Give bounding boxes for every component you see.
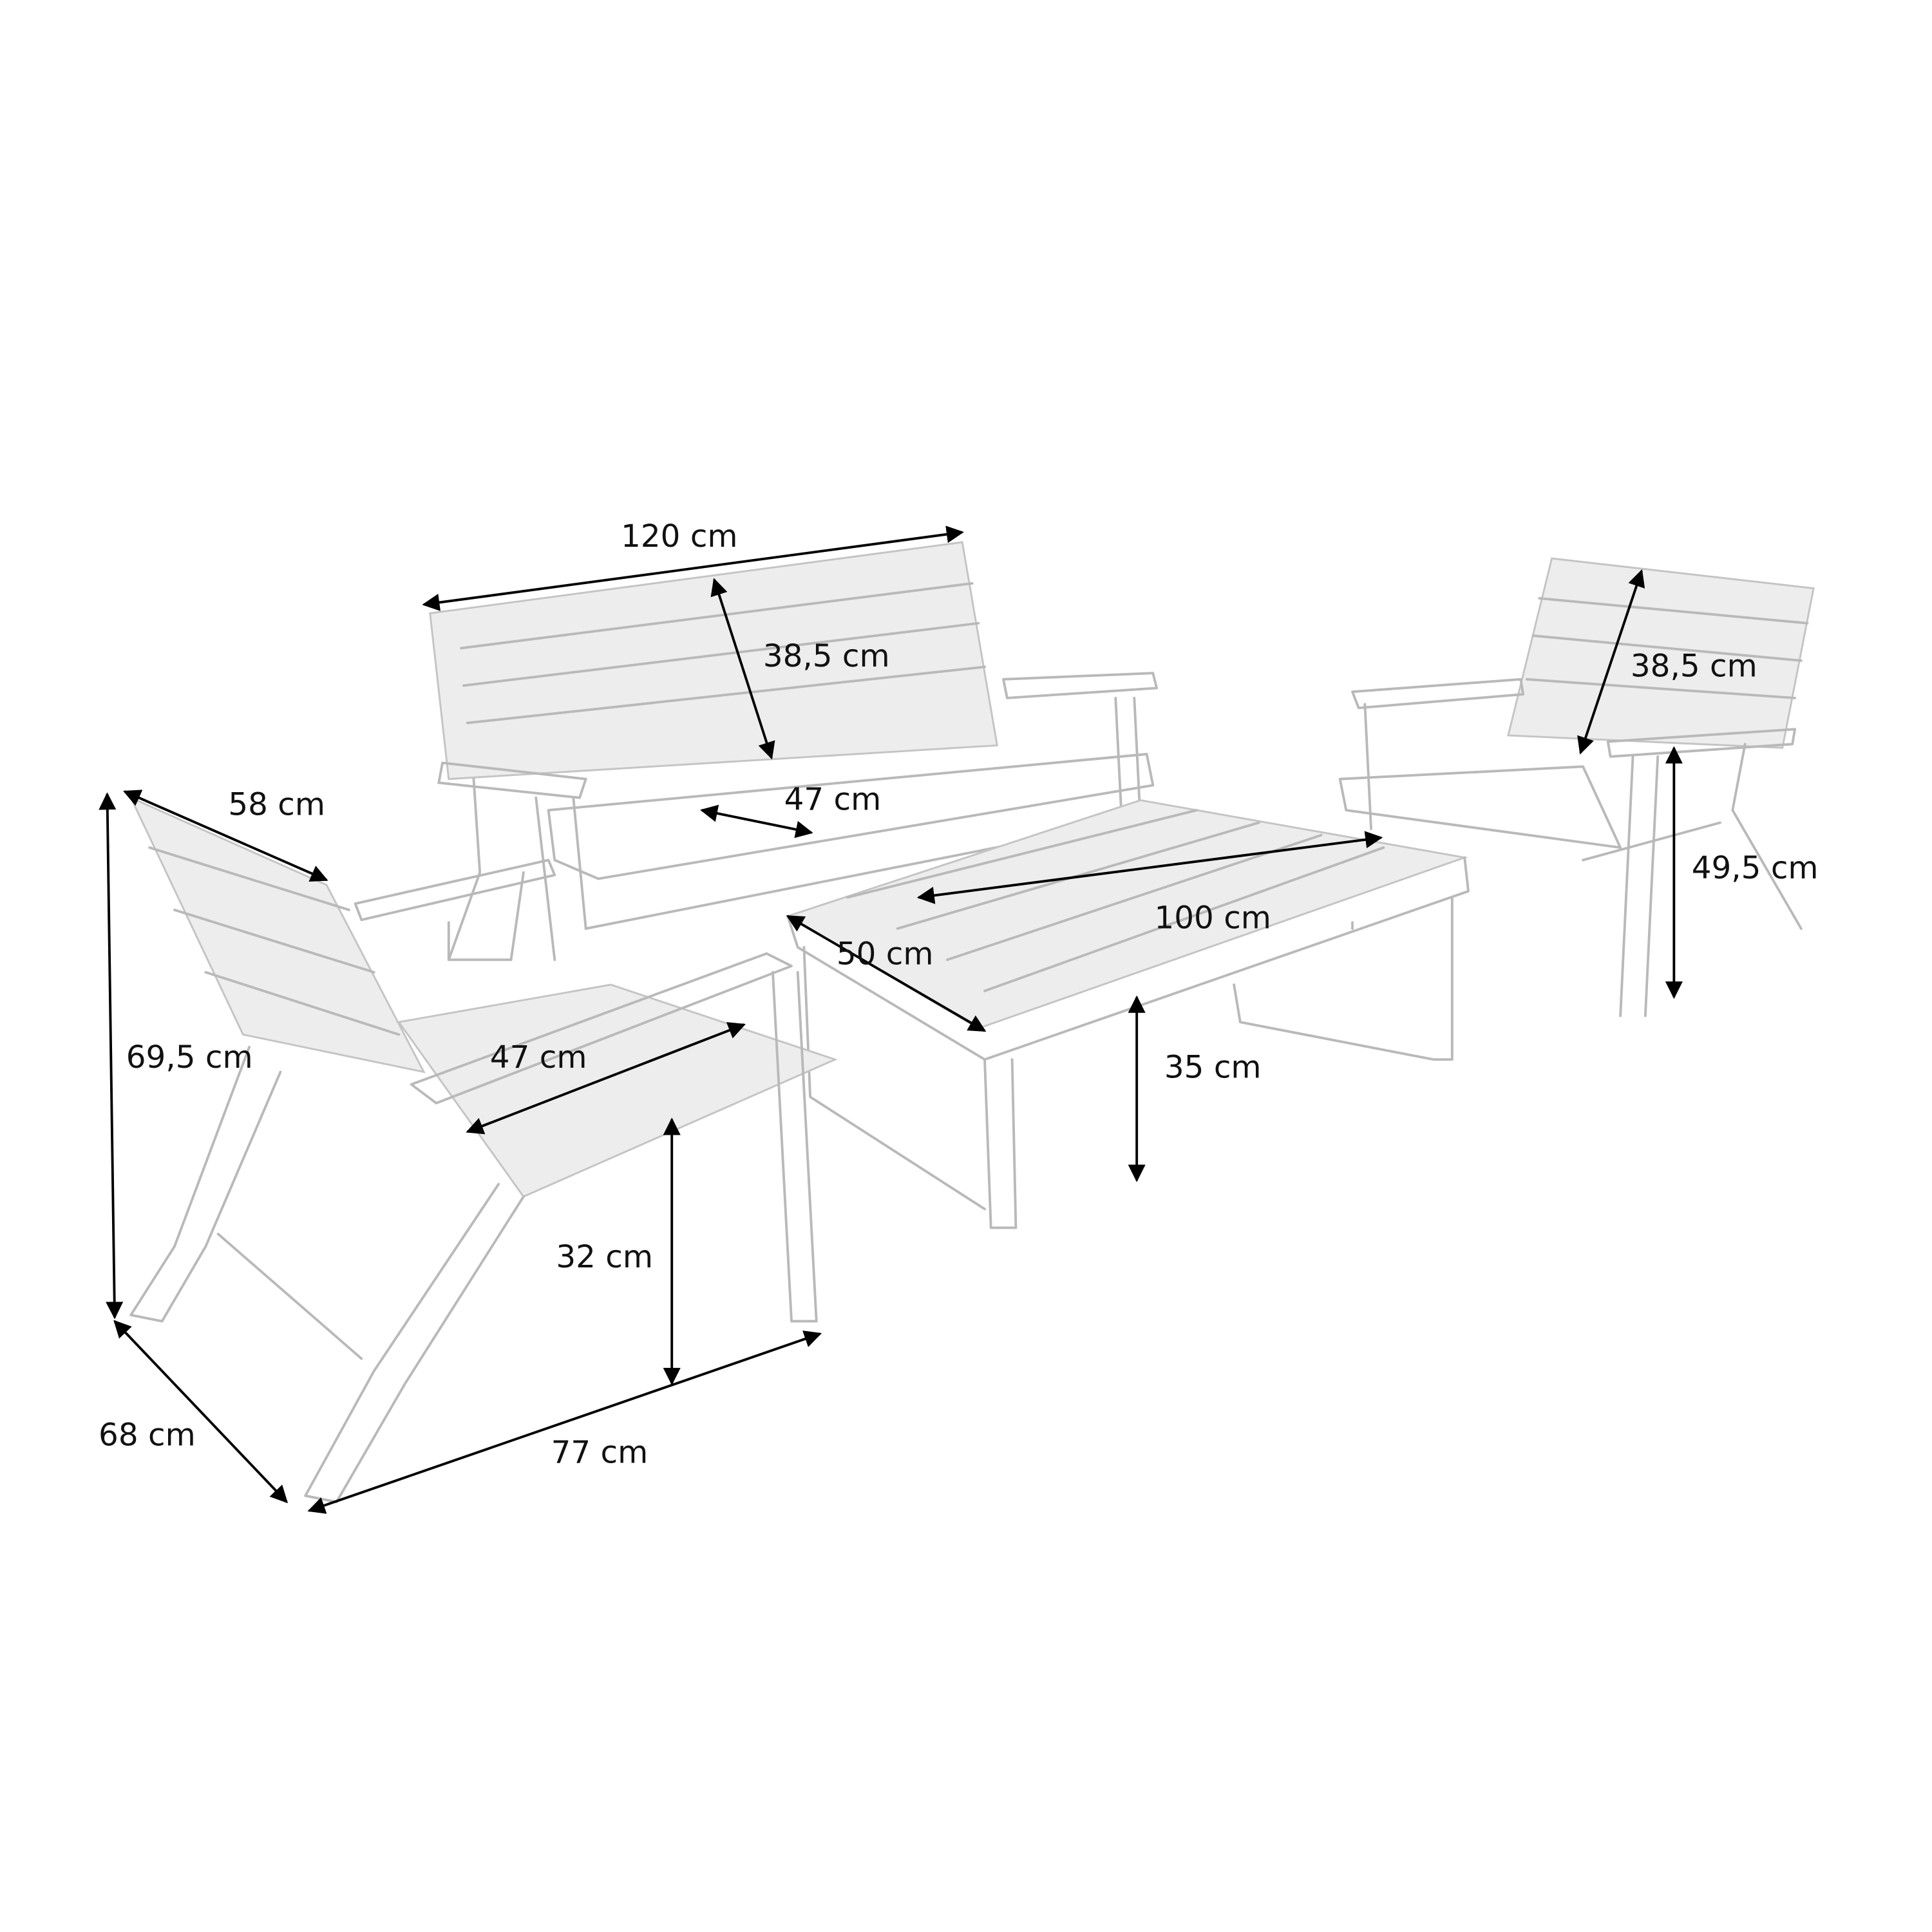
dimension-labels: 120 cm 38,5 cm 47 cm 58 cm 69,5 cm 47 cm… xyxy=(99,518,1819,1471)
right-armchair-drawing xyxy=(1338,557,1815,1018)
left-chair-seat-depth-arrow xyxy=(466,1022,746,1135)
sofa-seat-depth-arrow xyxy=(700,804,813,838)
left-chair-width-arrow xyxy=(307,1331,822,1514)
right-chair-arm-height-label: 49,5 cm xyxy=(1692,850,1819,886)
right-chair-back-height-arrow xyxy=(1577,569,1645,755)
left-chair-height-label: 69,5 cm xyxy=(126,1039,253,1075)
coffee-table-drawing xyxy=(785,799,1470,1229)
left-chair-height-arrow xyxy=(99,792,124,1320)
dimension-lines xyxy=(99,526,1683,1514)
right-chair-back-height-label: 38,5 cm xyxy=(1631,648,1757,684)
sofa-back-height-arrow xyxy=(710,578,775,760)
table-length-label: 100 cm xyxy=(1155,900,1271,936)
left-chair-depth-arrow xyxy=(113,1320,289,1504)
left-chair-depth-label: 68 cm xyxy=(99,1417,196,1454)
left-armchair-drawing xyxy=(129,795,838,1504)
left-chair-top-depth-label: 58 cm xyxy=(228,786,325,822)
sofa-seat-depth-label: 47 cm xyxy=(784,782,882,818)
sofa-width-label: 120 cm xyxy=(621,518,737,554)
sofa-back-height-label: 38,5 cm xyxy=(763,638,890,674)
table-width-arrow xyxy=(786,914,987,1032)
table-length-arrow xyxy=(916,831,1383,904)
table-width-label: 50 cm xyxy=(837,936,934,972)
sofa-width-arrow xyxy=(422,526,964,611)
left-chair-top-depth-arrow xyxy=(123,790,328,882)
left-chair-seat-height-label: 32 cm xyxy=(556,1239,653,1275)
table-height-label: 35 cm xyxy=(1164,1050,1262,1086)
left-chair-seat-depth-label: 47 cm xyxy=(490,1039,587,1075)
left-chair-width-label: 77 cm xyxy=(551,1435,649,1471)
